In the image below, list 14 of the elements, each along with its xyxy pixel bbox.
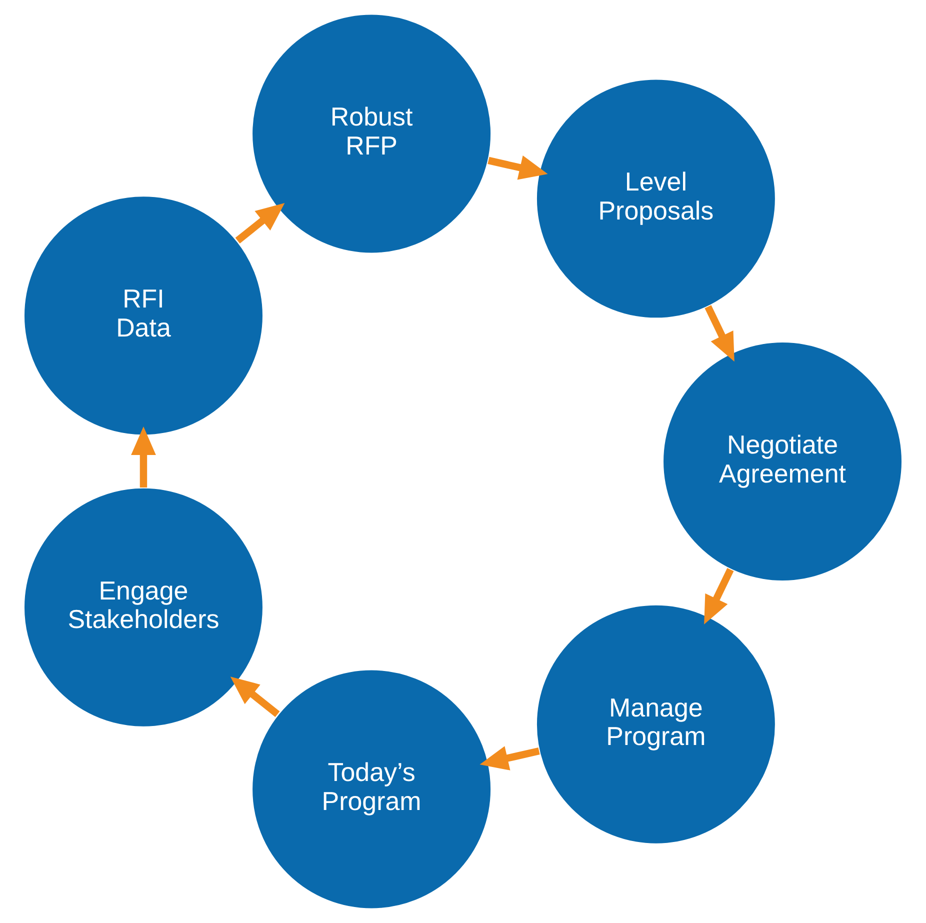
arrow xyxy=(704,568,734,624)
arrow xyxy=(488,156,548,180)
node-circle: Engage Stakeholders xyxy=(23,486,264,728)
node-circle: Robust RFP xyxy=(251,13,492,254)
node-circle: Level Proposals xyxy=(536,78,776,320)
arrow xyxy=(704,305,734,362)
node-circle: RFI Data xyxy=(23,195,264,436)
arrow xyxy=(131,426,156,488)
node-circle: Negotiate Agreement xyxy=(662,341,903,582)
node-circle: Today’s Program xyxy=(251,668,492,910)
arrow xyxy=(480,746,540,770)
node-circle: Manage Program xyxy=(536,604,776,845)
arrow xyxy=(230,676,280,718)
arrow xyxy=(235,203,285,244)
